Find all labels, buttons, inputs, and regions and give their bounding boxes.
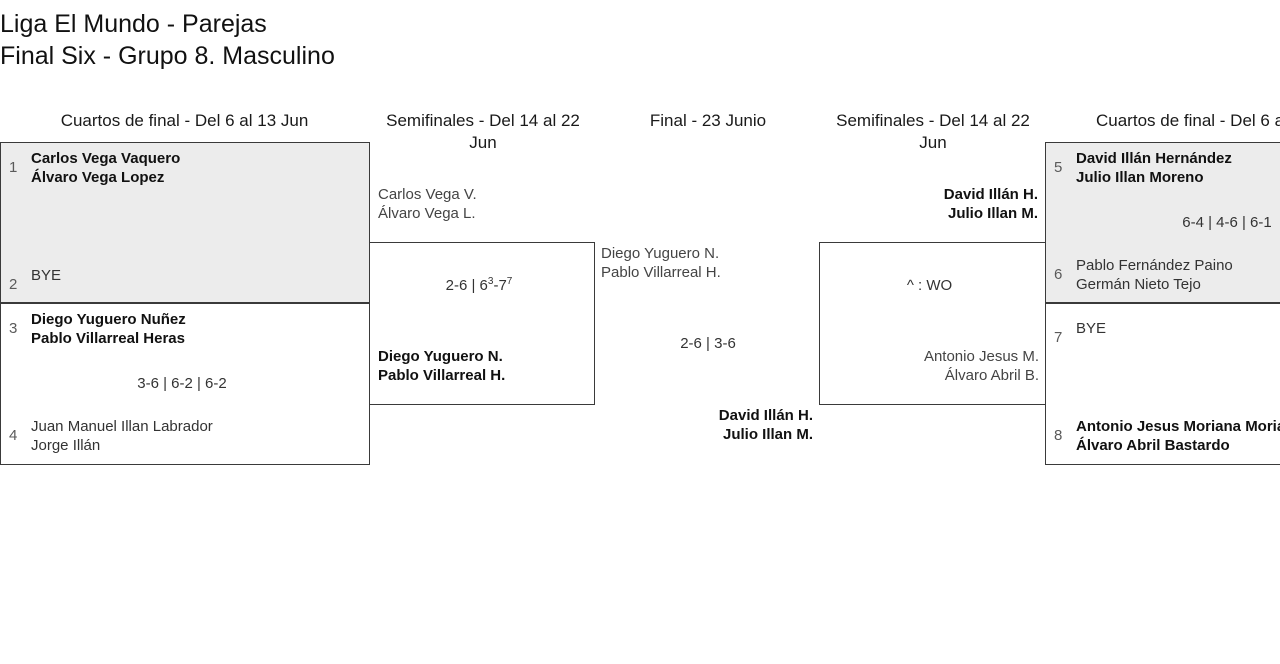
player-name-2: Pablo Villarreal H. [378,367,506,384]
team-entry-seed-8[interactable]: 8 Antonio Jesus Moriana Moriana Álvaro A… [1054,417,1280,455]
sf-left-bottom-team[interactable]: Diego Yuguero N. Pablo Villarreal H. [378,347,505,385]
seed-number: 2 [9,276,18,293]
match-box-sf-left[interactable]: 2-6 | 63-77 Diego Yuguero N. Pablo Villa… [369,242,595,405]
sf-right-top-team[interactable]: David Illán H. Julio Illan M. [820,185,1038,223]
player-name-2: Julio Illan Moreno [1076,169,1204,186]
team-names: Pablo Fernández Paino Germán Nieto Tejo [1076,256,1233,294]
team-entry-seed-7[interactable]: 7 BYE [1054,319,1106,347]
team-entry-seed-4[interactable]: 4 Juan Manuel Illan Labrador Jorge Illán [9,417,213,455]
title-line-1: Liga El Mundo - Parejas [0,10,267,38]
match-score-qf-right-1: 6-4 | 4-6 | 6-1 [1182,214,1272,231]
match-score-sf-right: ^ : WO [906,277,953,294]
sf-left-top-team[interactable]: Carlos Vega V. Álvaro Vega L. [378,185,477,223]
player-name-1: David Illán H. [718,407,813,424]
seed-number: 6 [1054,266,1063,283]
match-score-qf-left-2: 3-6 | 6-2 | 6-2 [137,375,227,392]
team-names: Carlos Vega Vaquero Álvaro Vega Lopez [31,149,180,187]
score-set-2-games-a: 6 [479,277,488,294]
player-name-1: BYE [1076,320,1107,337]
seed-number: 7 [1054,329,1063,346]
match-box-qf-left-1[interactable]: 1 Carlos Vega Vaquero Álvaro Vega Lopez … [0,142,370,303]
player-name-1: Diego Yuguero Nuñez [31,311,186,328]
score-separator: | [467,277,480,294]
team-entry-seed-6[interactable]: 6 Pablo Fernández Paino Germán Nieto Tej… [1054,256,1233,294]
seed-number: 3 [9,320,18,337]
player-name-1: Carlos Vega V. [378,186,477,203]
match-box-qf-right-2[interactable]: 7 BYE 8 Antonio Jesus Moriana Moriana Ál… [1045,303,1280,465]
round-header-quarterfinals-left: Cuartos de final - Del 6 al 13 Jun [60,111,309,130]
player-name-1: Juan Manuel Illan Labrador [31,418,213,435]
player-name-1: Diego Yuguero N. [378,348,503,365]
team-entry-seed-2[interactable]: 2 BYE [9,266,61,294]
title-line-2: Final Six - Grupo 8. Masculino [0,42,335,70]
player-name-1: BYE [31,267,62,284]
match-box-qf-left-2[interactable]: 3 Diego Yuguero Nuñez Pablo Villarreal H… [0,303,370,465]
player-name-1: David Illán H. [943,186,1038,203]
team-names: David Illán Hernández Julio Illan Moreno [1076,149,1232,187]
player-name-2: Álvaro Vega L. [378,205,476,222]
player-name-2: Álvaro Vega Lopez [31,169,165,186]
player-name-1: Antonio Jesus M. [923,348,1039,365]
final-bottom-team[interactable]: David Illán H. Julio Illan M. [601,406,813,444]
score-set-1: 2-6 [445,277,468,294]
team-entry-seed-5[interactable]: 5 David Illán Hernández Julio Illan More… [1054,149,1232,187]
player-name-1: David Illán Hernández [1076,150,1232,167]
seed-number: 4 [9,427,18,444]
team-names: BYE [31,266,61,285]
round-header-semifinals-right: Semifinales - Del 14 al 22 Jun [836,111,1030,152]
player-name-2: Julio Illan M. [722,426,813,443]
match-score-final: 2-6 | 3-6 [680,335,736,352]
score-joiner: - [493,277,499,294]
player-name-2: Jorge Illán [31,437,101,454]
player-name-1: Antonio Jesus Moriana Moriana [1076,418,1280,435]
seed-number: 5 [1054,159,1063,176]
player-name-2: Julio Illan M. [947,205,1038,222]
team-names: Diego Yuguero Nuñez Pablo Villarreal Her… [31,310,186,348]
match-box-sf-right[interactable]: ^ : WO Antonio Jesus M. Álvaro Abril B. [819,242,1046,405]
match-box-final[interactable]: Diego Yuguero N. Pablo Villarreal H. 2-6… [595,242,821,405]
player-name-1: Diego Yuguero N. [601,245,720,262]
team-entry-seed-1[interactable]: 1 Carlos Vega Vaquero Álvaro Vega Lopez [9,149,180,187]
team-names: Antonio Jesus Moriana Moriana Álvaro Abr… [1076,417,1280,455]
score-set-2-tiebreak-b: 7 [506,276,513,287]
player-name-1: Carlos Vega Vaquero [31,150,181,167]
round-header-quarterfinals-right: Cuartos de final - Del 6 al 13 Jun [1096,111,1280,130]
team-names: Juan Manuel Illan Labrador Jorge Illán [31,417,213,455]
seed-number: 1 [9,159,18,176]
sf-right-bottom-team[interactable]: Antonio Jesus M. Álvaro Abril B. [820,347,1039,385]
player-name-2: Álvaro Abril B. [944,367,1039,384]
match-box-qf-right-1[interactable]: 5 David Illán Hernández Julio Illan More… [1045,142,1280,303]
score-set-2-tiebreak-a: 3 [487,276,494,287]
player-name-1: Pablo Fernández Paino [1076,257,1233,274]
player-name-2: Pablo Villarreal Heras [31,330,185,347]
player-name-2: Álvaro Abril Bastardo [1076,437,1230,454]
match-score-sf-left: 2-6 | 63-77 [370,276,588,295]
round-header-semifinals-left: Semifinales - Del 14 al 22 Jun [386,111,580,152]
team-entry-seed-3[interactable]: 3 Diego Yuguero Nuñez Pablo Villarreal H… [9,310,186,348]
score-set-2-games-b: 7 [498,277,507,294]
player-name-2: Germán Nieto Tejo [1076,276,1201,293]
player-name-2: Pablo Villarreal H. [601,264,721,281]
page-title: Liga El Mundo - Parejas Final Six - Grup… [0,8,335,72]
final-top-team[interactable]: Diego Yuguero N. Pablo Villarreal H. [601,244,721,282]
round-header-final: Final - 23 Junio [649,111,767,130]
team-names: BYE [1076,319,1106,338]
seed-number: 8 [1054,427,1063,444]
